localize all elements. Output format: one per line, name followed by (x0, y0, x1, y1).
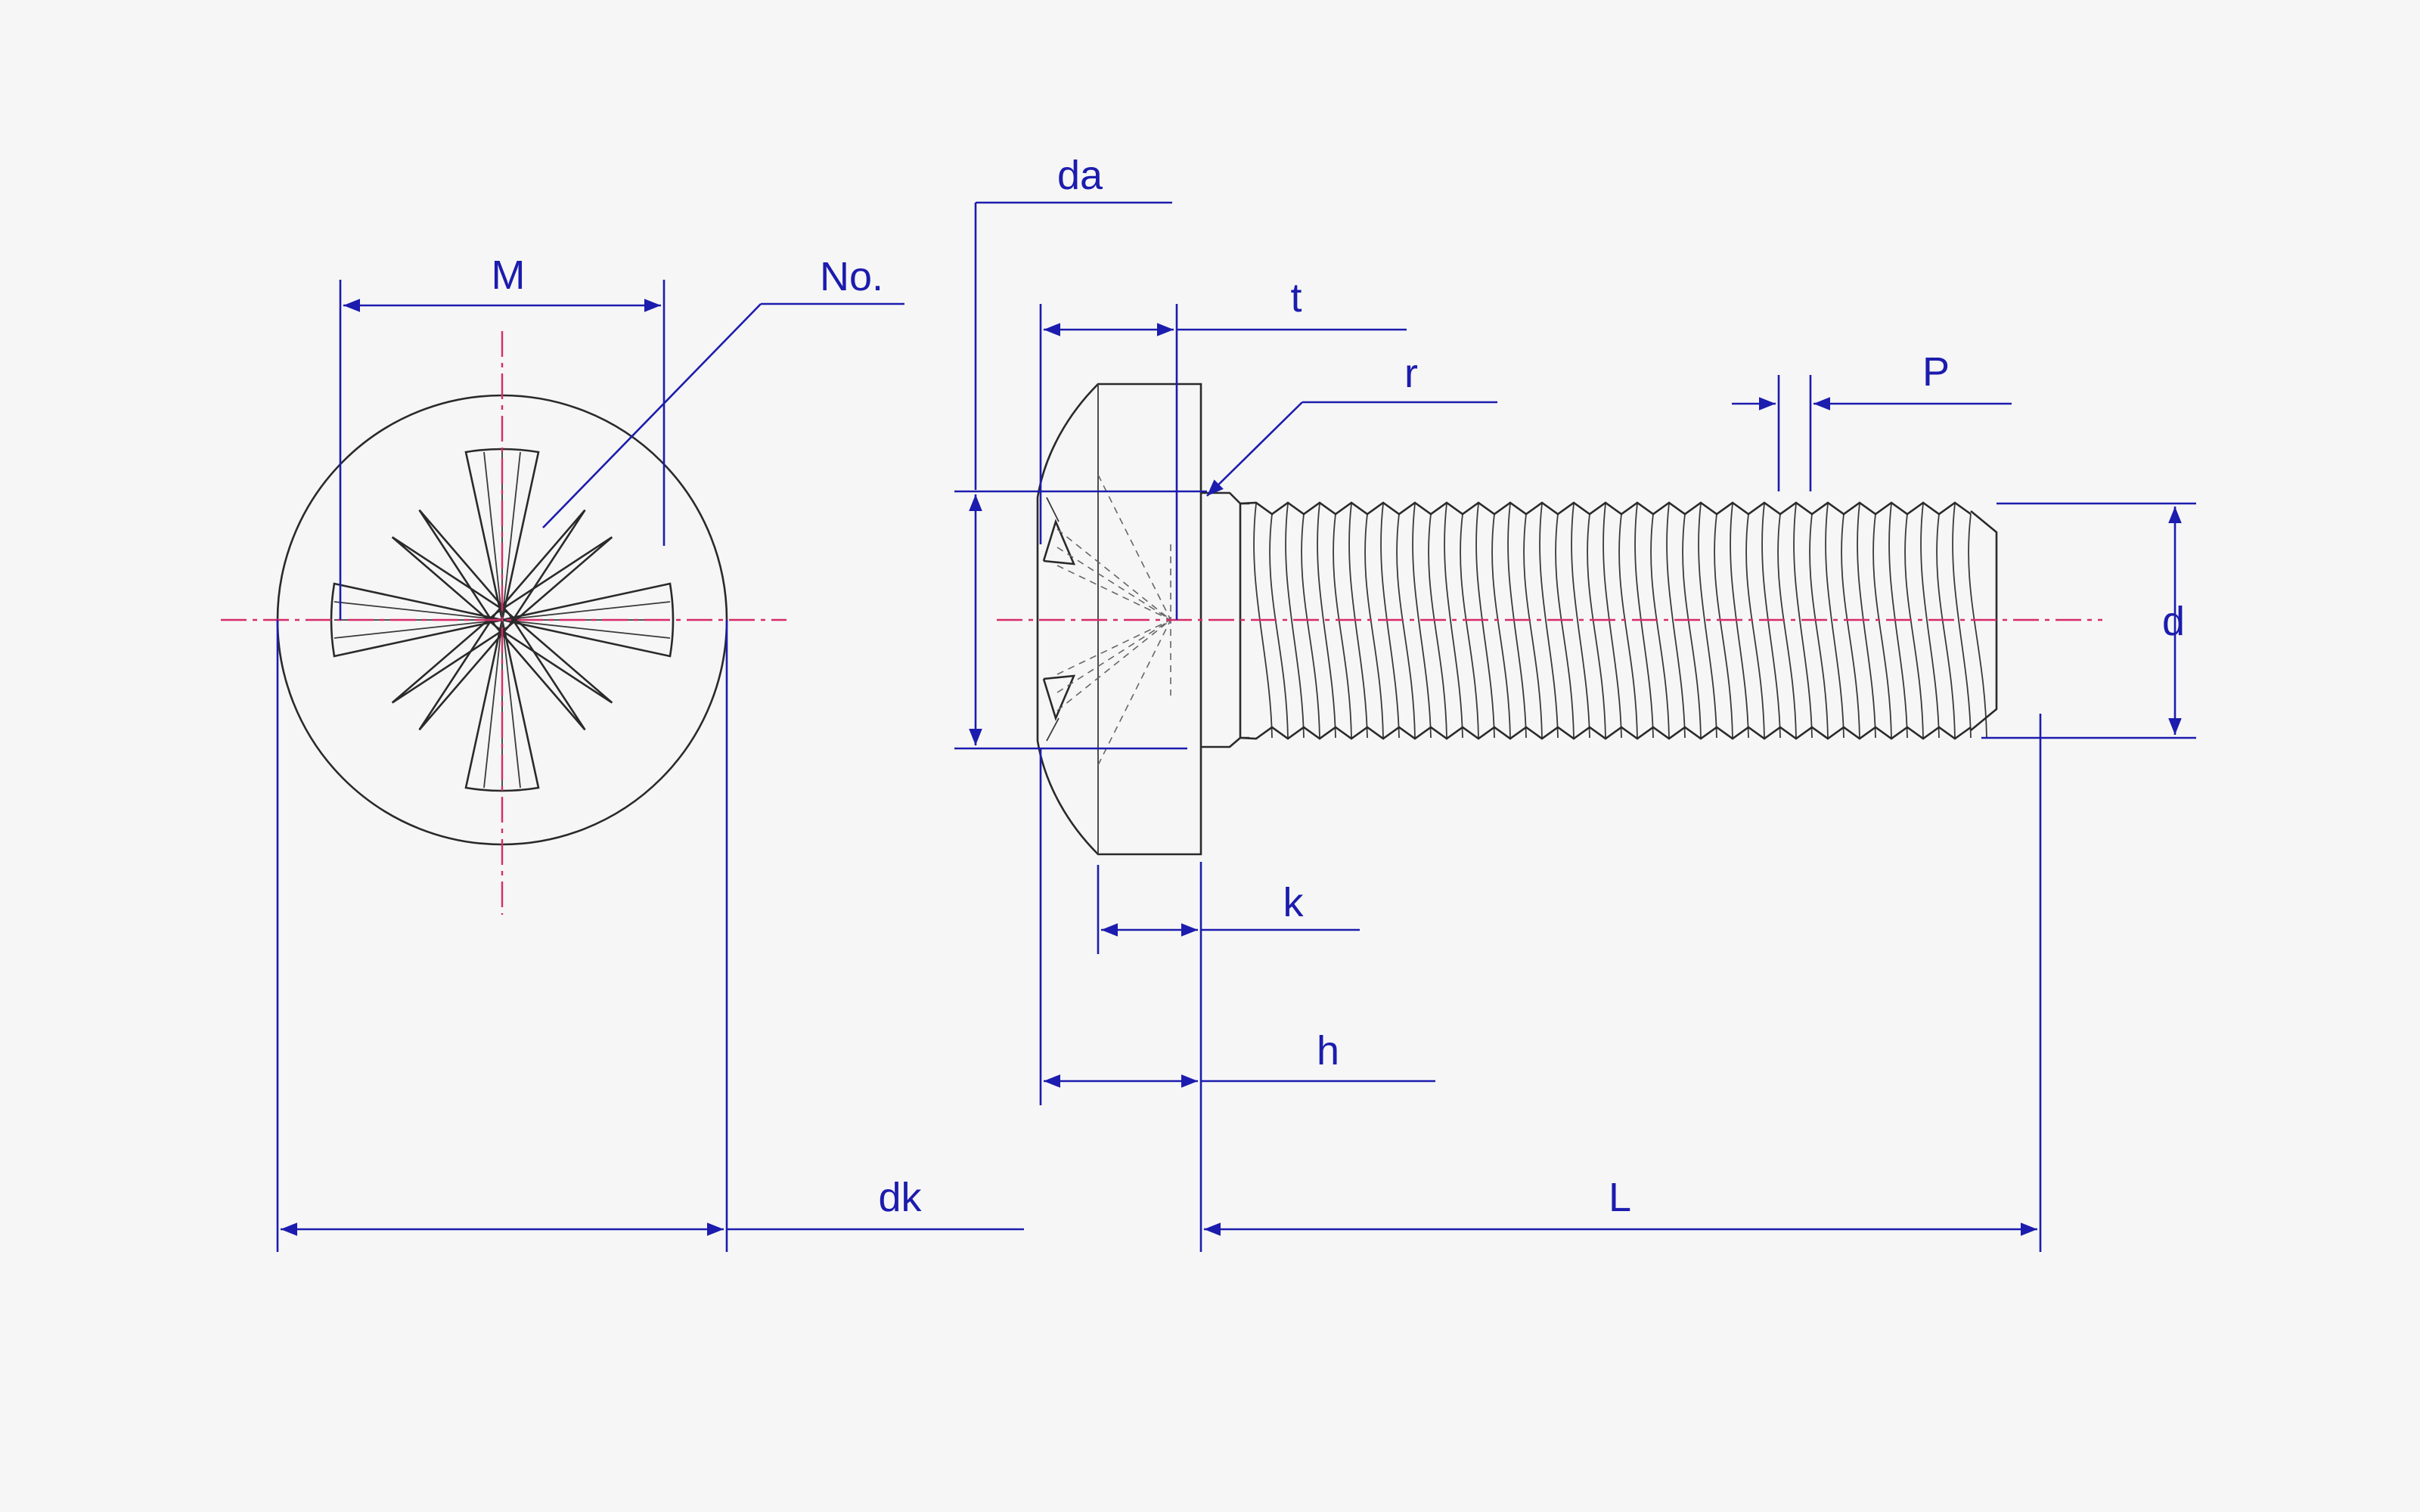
thread-flank (1587, 513, 1606, 739)
thread-flank (1269, 513, 1289, 739)
label-h: h (1317, 1028, 1339, 1074)
label-no: No. (820, 254, 883, 299)
label-d: d (2162, 599, 2185, 644)
recess-wing (501, 582, 675, 658)
recess-star-point (391, 612, 508, 704)
dimension-no: No. (542, 254, 904, 528)
recess-star-point (494, 614, 586, 731)
dimension-da: da (954, 153, 1207, 750)
thread-flank (1904, 513, 1924, 739)
thread-flank (1650, 513, 1670, 739)
thread-flank (1666, 503, 1686, 739)
thread-flank (1317, 503, 1336, 739)
thread-flank (1682, 513, 1702, 739)
thread-flank (1841, 513, 1860, 739)
dimension-t: t (1039, 275, 1407, 620)
thread-flank (1777, 513, 1797, 739)
thread-flank (1809, 513, 1829, 739)
thread-flank (1936, 513, 1956, 739)
recess-star-point (418, 509, 510, 626)
dimension-l: L (1204, 714, 2042, 1252)
thread-flank (1618, 513, 1638, 739)
thread-flank (1571, 503, 1590, 739)
thread-flank (1745, 513, 1765, 739)
thread-flank (1523, 513, 1543, 739)
thread-flank (1872, 513, 1892, 739)
thread-flank (1952, 503, 1972, 739)
label-dk: dk (878, 1175, 922, 1220)
label-p: P (1922, 349, 1950, 395)
thread-flank (1793, 503, 1813, 739)
hidden-recess-lines (1056, 474, 1171, 766)
shank-tip (1240, 502, 1249, 739)
front-centerlines (221, 331, 786, 915)
screw-side-view (1036, 383, 1998, 856)
thread-flank (1412, 503, 1432, 739)
dimension-k: k (1097, 862, 1360, 1252)
thread-flank (1396, 513, 1416, 739)
label-k: k (1283, 880, 1305, 925)
dimension-d: d (1981, 502, 2196, 739)
thread-flank (1444, 503, 1463, 739)
label-l: L (1609, 1175, 1631, 1220)
dimension-h: h (1039, 748, 1435, 1105)
thread-flank (1285, 503, 1305, 739)
label-da: da (1057, 153, 1103, 198)
thread-flank (1491, 513, 1511, 739)
dimension-p: P (1732, 349, 2012, 491)
dimension-r: r (1206, 351, 1497, 497)
thread-flank (1825, 503, 1844, 739)
label-m: M (492, 253, 526, 298)
thread-flank (1460, 513, 1479, 739)
thread-flank (1968, 513, 1987, 739)
label-t: t (1290, 275, 1302, 321)
thread-root (1239, 726, 1972, 740)
thread-crest (1239, 501, 1972, 516)
thread-flank (1698, 503, 1717, 739)
thread-flank (1428, 513, 1447, 739)
thread (1239, 501, 1998, 740)
recess-notch-lower (1042, 674, 1076, 721)
dimension-m: M (339, 253, 666, 620)
thread-flank (1301, 513, 1320, 739)
thread-flank (1364, 513, 1384, 739)
label-r: r (1404, 351, 1418, 396)
thread-flank (1539, 503, 1559, 739)
thread-flank (1714, 513, 1733, 739)
recess-notch-upper (1042, 519, 1076, 565)
thread-flank (1555, 513, 1575, 739)
dimension-dk: dk (276, 620, 1024, 1252)
thread-flank (1920, 503, 1940, 739)
head-side-outline (1036, 383, 1202, 856)
recess-star-point (496, 536, 613, 628)
thread-flank (1333, 513, 1352, 739)
